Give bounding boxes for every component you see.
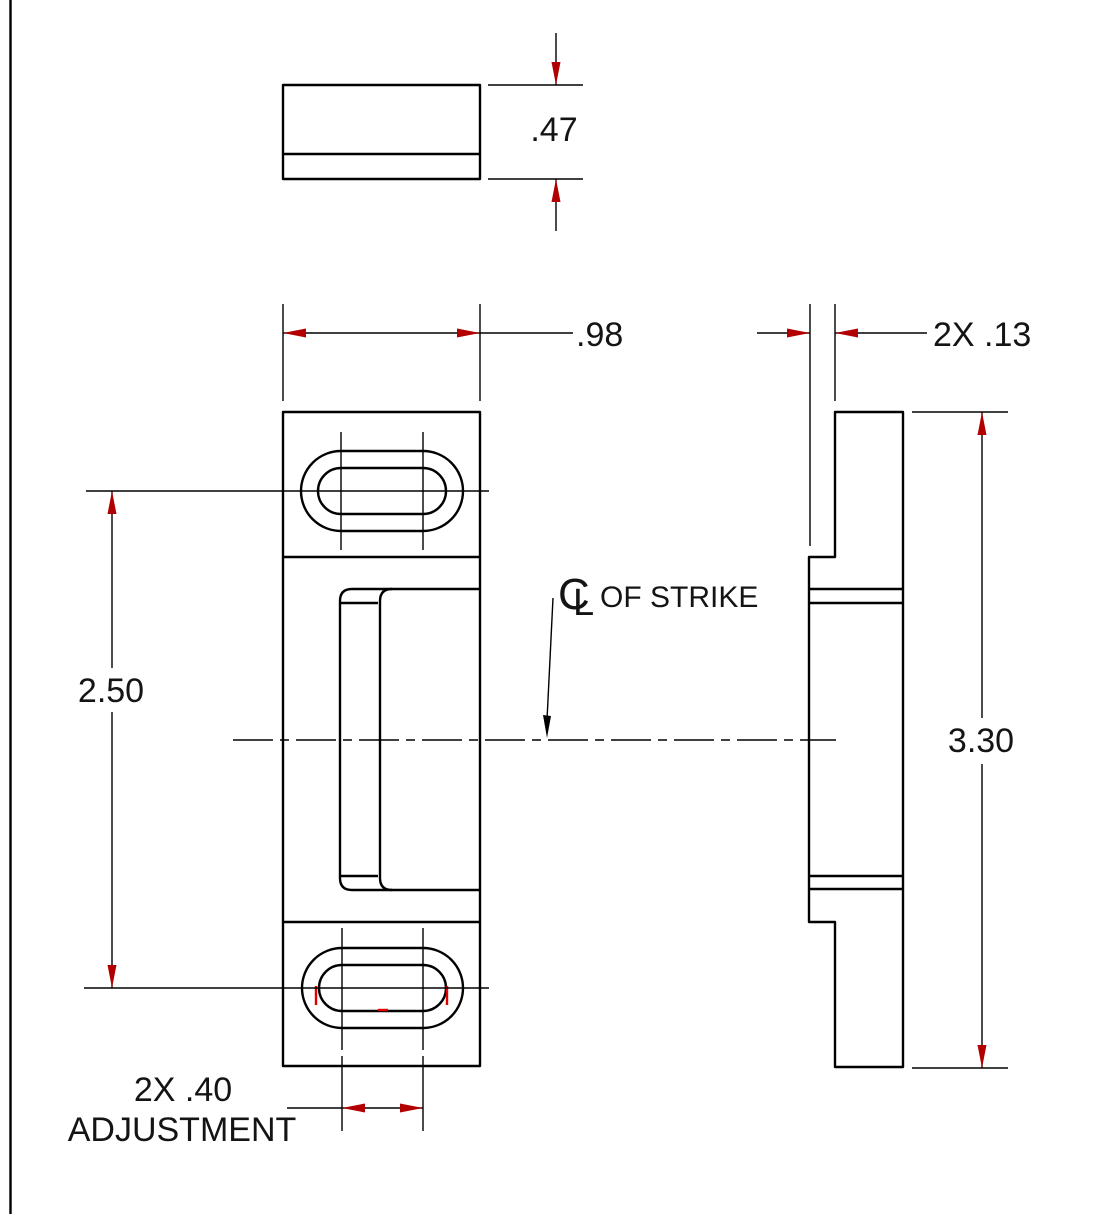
dim-thickness[interactable]: .47 (488, 33, 583, 231)
leader-line (546, 597, 554, 721)
dim-height-text[interactable]: 3.30 (948, 722, 1014, 760)
leader-arrowhead-down (543, 715, 551, 738)
arrowhead-right (787, 328, 810, 338)
centerline-symbol-l: L (573, 582, 594, 624)
arrowhead-down (977, 1045, 987, 1068)
dim-width-text[interactable]: .98 (576, 316, 623, 354)
top-view[interactable] (281, 83, 482, 181)
dim-offset[interactable]: 2X .13 (757, 304, 1031, 546)
dim-slot-spacing-text[interactable]: 2.50 (78, 672, 144, 710)
arrowhead-up (107, 491, 117, 514)
dim-thickness-text[interactable]: .47 (530, 111, 577, 149)
dim-slot-spacing[interactable]: 2.50 (78, 490, 489, 989)
front-view-outline[interactable] (281, 410, 482, 1068)
dim-offset-text[interactable]: 2X .13 (933, 316, 1031, 354)
top-view-outline[interactable] (281, 83, 482, 181)
arrowhead-left (342, 1103, 365, 1113)
centerline-callout[interactable]: C L OF STRIKE (543, 570, 758, 738)
side-view[interactable] (807, 410, 905, 1069)
front-view[interactable] (281, 410, 482, 1068)
side-view-outline[interactable] (807, 410, 905, 1069)
arrowhead-up (977, 412, 987, 435)
dim-adjustment-word-text[interactable]: ADJUSTMENT (68, 1111, 297, 1149)
arrowhead-up (551, 179, 561, 202)
centerline-symbol-c: C (558, 570, 590, 619)
arrowhead-down (107, 965, 117, 988)
centerline-callout-text[interactable]: OF STRIKE (600, 581, 758, 614)
arrowhead-down (551, 62, 561, 85)
recess-outer-edge[interactable] (338, 587, 480, 892)
dim-width[interactable]: .98 (282, 304, 623, 401)
arrowhead-left (835, 328, 858, 338)
arrowhead-left (283, 328, 306, 338)
arrowhead-right (400, 1103, 423, 1113)
arrowhead-right (457, 328, 480, 338)
dim-adjustment-value-text[interactable]: 2X .40 (134, 1071, 232, 1109)
dim-adjustment[interactable]: 2X .40 ADJUSTMENT (68, 1056, 424, 1149)
dim-height[interactable]: 3.30 (912, 411, 1014, 1069)
